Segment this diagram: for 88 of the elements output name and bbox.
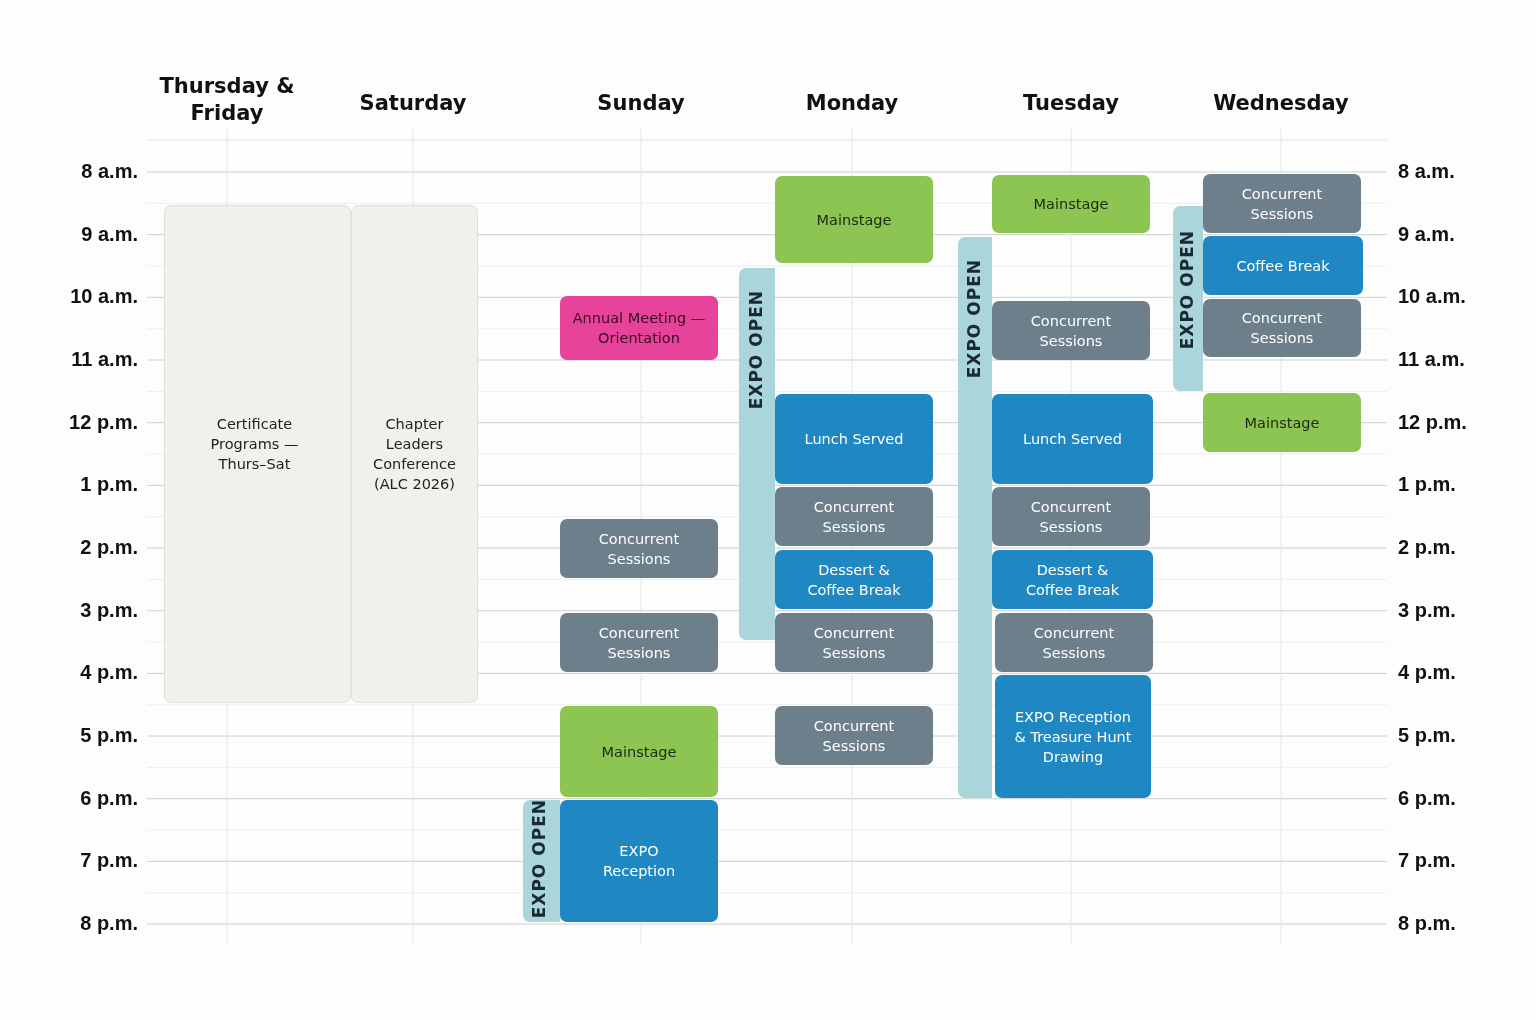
time-label: 6 p.m. [1398, 786, 1456, 810]
day-header: Sunday [596, 90, 686, 117]
time-label: 1 p.m. [80, 473, 138, 497]
time-label: 8 a.m. [81, 160, 138, 183]
band-label: EXPO OPEN [746, 290, 766, 410]
event-title: Concurrent Sessions [812, 623, 896, 663]
session-block [560, 519, 718, 578]
event-title: Concurrent Sessions [812, 716, 896, 756]
day-header: Tuesday [1022, 90, 1120, 117]
time-label: 3 p.m. [80, 598, 138, 622]
event-title: Concurrent Sessions [1032, 623, 1116, 663]
event-block [560, 706, 718, 797]
event-title: Concurrent Sessions [812, 497, 896, 537]
time-label: 2 p.m. [1398, 536, 1456, 559]
event-title: Mainstage [1243, 413, 1321, 433]
event-title: Lunch Served [1022, 430, 1123, 449]
time-label: 12 p.m. [69, 410, 138, 434]
session-block [995, 613, 1153, 672]
event-block [992, 175, 1150, 233]
event-block [1203, 236, 1363, 295]
event-block [1203, 393, 1361, 452]
time-label: 11 a.m. [1398, 348, 1465, 371]
day-header: Thursday & Friday [158, 73, 296, 127]
time-label: 10 a.m. [1398, 285, 1466, 309]
time-label: 2 p.m. [80, 536, 138, 559]
event-title: EXPO Reception & Treasure Hunt Drawing [1013, 707, 1133, 767]
time-label: 4 p.m. [1398, 661, 1456, 685]
event-block [992, 550, 1153, 609]
time-label: 6 p.m. [80, 786, 138, 810]
event-title: Concurrent Sessions [1029, 311, 1113, 351]
event-block [560, 296, 718, 360]
expo-band [739, 268, 775, 640]
event-block [560, 800, 718, 922]
time-label: 11 a.m. [71, 348, 138, 371]
session-block [775, 613, 933, 672]
event-title: Concurrent Sessions [1029, 497, 1113, 537]
time-label: 4 p.m. [80, 661, 138, 685]
time-label: 7 p.m. [80, 849, 138, 873]
expo-band [1173, 206, 1203, 391]
event-title: Mainstage [815, 210, 893, 230]
event-block [775, 176, 933, 263]
event-title: Annual Meeting — Orientation [571, 309, 707, 348]
event-title: Concurrent Sessions [597, 623, 681, 663]
session-block [1203, 174, 1361, 233]
expo-band [523, 800, 560, 922]
session-block [992, 487, 1150, 546]
expo-band [958, 237, 992, 798]
program-block [164, 205, 351, 703]
time-label: 5 p.m. [80, 724, 138, 747]
band-label: EXPO OPEN [1177, 230, 1197, 350]
time-label: 9 a.m. [81, 222, 138, 246]
time-label: 8 p.m. [80, 912, 138, 936]
event-title: Dessert & Coffee Break [1024, 560, 1121, 600]
event-block [992, 394, 1153, 484]
session-block [1203, 299, 1361, 357]
day-header: Saturday [358, 90, 468, 117]
session-block [775, 706, 933, 765]
event-title: Concurrent Sessions [597, 529, 681, 569]
event-title: Coffee Break [1235, 256, 1331, 276]
event-block [995, 675, 1151, 798]
time-label: 9 a.m. [1398, 222, 1455, 246]
event-title: Certificate Programs — Thurs–Sat [209, 415, 300, 474]
time-label: 7 p.m. [1398, 849, 1456, 873]
event-title: Mainstage [600, 742, 678, 762]
time-label: 1 p.m. [1398, 473, 1456, 497]
event-title: Concurrent Sessions [1240, 184, 1324, 224]
day-header: Wednesday [1212, 90, 1350, 117]
program-block [351, 205, 478, 703]
event-title: Dessert & Coffee Break [806, 560, 902, 600]
event-title: Concurrent Sessions [1240, 309, 1324, 348]
time-label: 10 a.m. [70, 285, 138, 309]
session-block [560, 613, 718, 672]
event-title: Mainstage [1032, 195, 1110, 214]
event-title: EXPO Reception [601, 842, 677, 881]
event-title: Chapter Leaders Conference (ALC 2026) [372, 415, 457, 494]
band-label: EXPO OPEN [964, 259, 984, 379]
band-label: EXPO OPEN [529, 798, 549, 918]
time-label: 5 p.m. [1398, 724, 1456, 747]
time-label: 8 p.m. [1398, 912, 1456, 936]
event-block [775, 394, 933, 484]
event-title: Lunch Served [803, 430, 905, 449]
time-label: 8 a.m. [1398, 160, 1455, 183]
time-label: 12 p.m. [1398, 410, 1467, 434]
session-block [775, 487, 933, 546]
session-block [992, 301, 1150, 360]
time-label: 3 p.m. [1398, 598, 1456, 622]
day-header: Monday [804, 90, 900, 117]
event-block [775, 550, 933, 609]
